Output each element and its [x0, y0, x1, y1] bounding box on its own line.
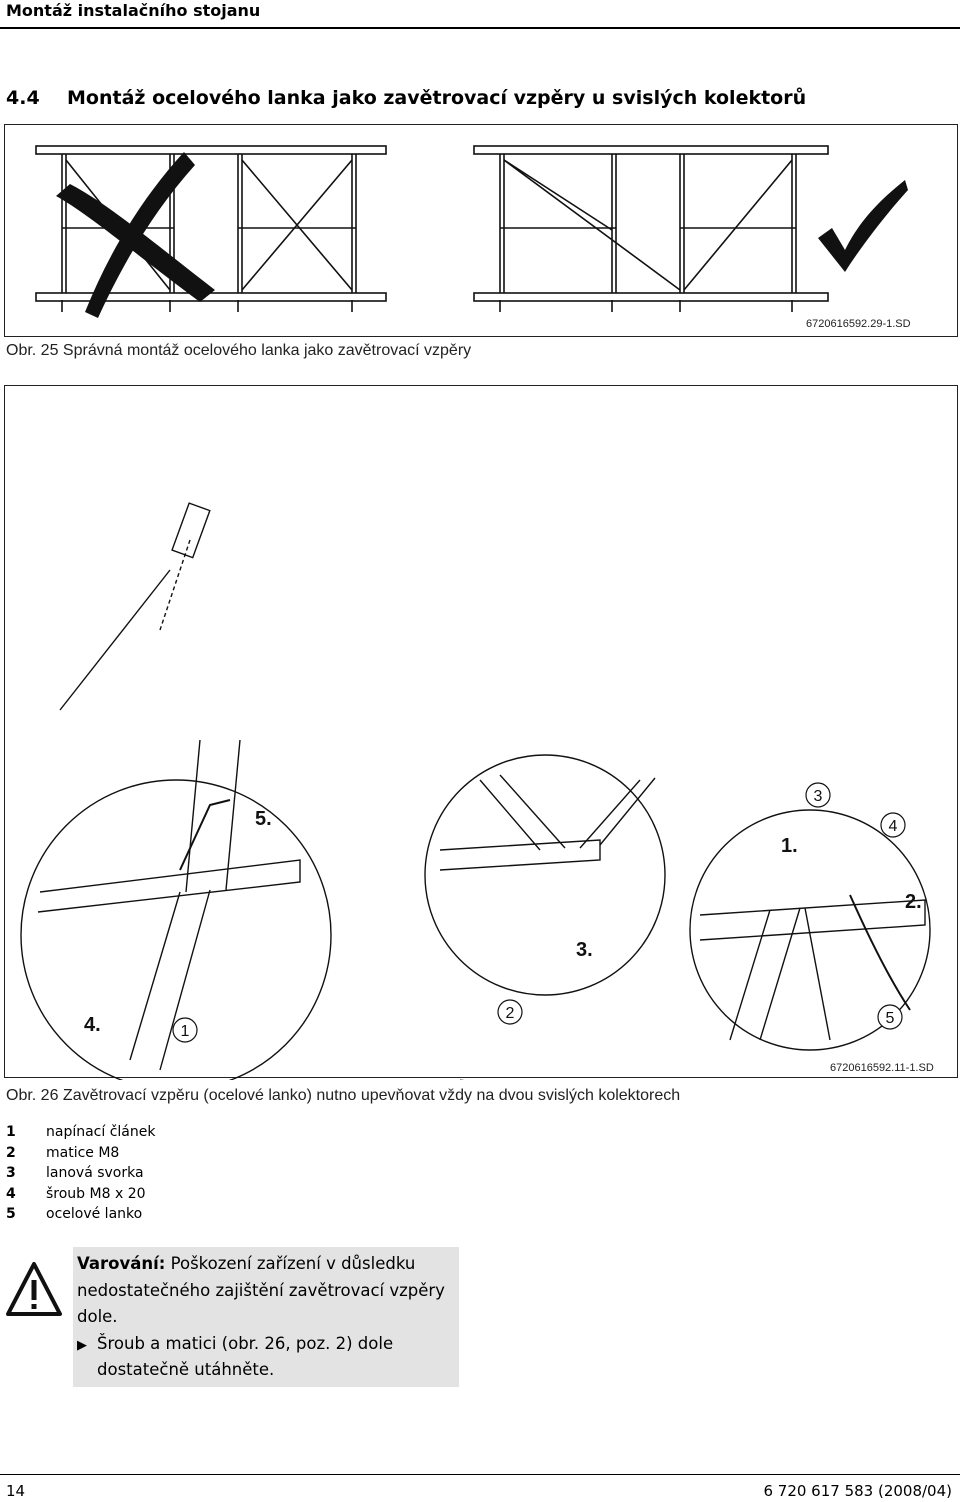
step-label-4: 4. — [84, 1014, 101, 1036]
figure-26-caption: Obr. 26 Zavětrovací vzpěru (ocelové lank… — [6, 1087, 681, 1104]
section-number: 4.4 — [6, 87, 40, 109]
section-title: Montáž ocelového lanka jako zavětrovací … — [67, 87, 807, 109]
footer-rule — [0, 1474, 960, 1475]
figure-25-code: 6720616592.29-1.SD — [806, 318, 911, 330]
callout-1: 1 — [181, 1023, 190, 1040]
step-label-2: 2. — [905, 891, 922, 913]
callout-5: 5 — [886, 1010, 895, 1027]
legend-item: 4 šroub M8 x 20 — [6, 1184, 155, 1205]
page-number: 14 — [6, 1482, 26, 1500]
warning-step-text: Šroub a matici (obr. 26, poz. 2) dole do… — [97, 1333, 394, 1380]
legend-number: 4 — [6, 1185, 16, 1202]
figure-26-drawing: 1 2 3 4 5 1. 2. 3. 3. 4. 5. 6. — [20, 502, 931, 1080]
figure-26-legend: 1 napínací článek 2 matice M8 3 lanová s… — [6, 1122, 155, 1225]
legend-number: 1 — [6, 1124, 16, 1140]
step-label-3a: 3. — [576, 939, 593, 961]
warning-box — [73, 1247, 459, 1387]
callout-2: 2 — [506, 1005, 515, 1022]
legend-item: 2 matice M8 — [6, 1143, 155, 1164]
figure-26-code: 6720616592.11-1.SD — [830, 1062, 934, 1074]
cross-mark-icon — [56, 152, 215, 318]
legend-text: napínací článek — [46, 1124, 156, 1140]
warning-step: ▶ Šroub a matici (obr. 26, poz. 2) dole … — [77, 1331, 453, 1384]
document-code: 6 720 617 583 (2008/04) — [763, 1482, 952, 1500]
legend-text: matice M8 — [46, 1144, 120, 1161]
callout-3: 3 — [814, 788, 823, 805]
legend-text: šroub M8 x 20 — [46, 1185, 146, 1202]
figure-25-drawing — [35, 145, 908, 318]
header-rule — [0, 27, 960, 29]
step-label-1: 1. — [781, 835, 798, 857]
figure-26-frame — [4, 385, 958, 1078]
running-header-title: Montáž instalačního stojanu — [6, 1, 261, 20]
figure-25-frame — [4, 124, 958, 337]
legend-text: lanová svorka — [46, 1165, 144, 1182]
legend-item: 5 ocelové lanko — [6, 1204, 155, 1225]
legend-item: 3 lanová svorka — [6, 1163, 155, 1184]
warning-message: Poškození zařízení v důsledku nedostateč… — [77, 1254, 445, 1327]
step-label-5: 5. — [255, 808, 272, 830]
warning-paragraph: Varování: Poškození zařízení v důsledku … — [77, 1251, 453, 1331]
legend-number: 5 — [6, 1206, 16, 1223]
warning-text: Varování: Poškození zařízení v důsledku … — [77, 1251, 453, 1384]
bullet-triangle-icon: ▶ — [77, 1337, 87, 1353]
legend-number: 2 — [6, 1144, 16, 1161]
legend-number: 3 — [6, 1165, 16, 1182]
warning-triangle-icon — [6, 1262, 62, 1316]
legend-item: 1 napínací článek — [6, 1122, 155, 1143]
figure-25-caption: Obr. 25 Správná montáž ocelového lanka j… — [6, 342, 472, 359]
callout-4: 4 — [889, 818, 898, 835]
warning-label: Varování: — [77, 1254, 166, 1273]
check-mark-icon — [818, 180, 908, 272]
legend-text: ocelové lanko — [46, 1206, 143, 1223]
